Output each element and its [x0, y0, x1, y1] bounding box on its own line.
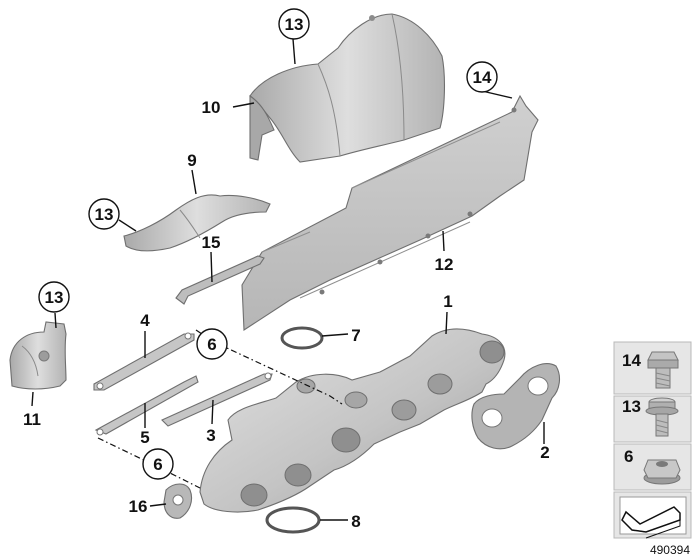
direction-arrow-icon — [619, 496, 687, 539]
hex-nut-icon — [643, 459, 681, 485]
callout-16: 16 — [129, 497, 148, 516]
leader-lines — [31, 38, 545, 521]
callout-4: 4 — [140, 311, 150, 330]
manifold-gasket — [471, 363, 561, 450]
callout-11: 11 — [23, 410, 41, 429]
diagram-number: 490394 — [650, 543, 690, 557]
callout-13-mid: 13 — [95, 205, 114, 224]
shield-clip — [9, 321, 67, 390]
heat-shield-small — [123, 194, 271, 252]
callouts: 13 10 9 13 15 14 12 13 11 4 6 5 3 6 16 1… — [23, 8, 550, 531]
callout-8: 8 — [351, 512, 360, 531]
callout-1: 1 — [443, 292, 452, 311]
callout-circle-13-mid — [88, 198, 120, 230]
callout-10: 10 — [202, 98, 221, 117]
gasket-strips — [93, 332, 273, 436]
callout-circle-13-left — [38, 281, 70, 313]
collar-bolt-icon — [645, 397, 679, 437]
seal-ring-8 — [265, 506, 321, 534]
legend-label-6: 6 — [624, 447, 633, 466]
legend-label-14: 14 — [622, 351, 641, 370]
hex-bolt-icon — [647, 351, 679, 389]
callout-15: 15 — [202, 233, 221, 252]
callout-circle-6-lower — [142, 448, 174, 480]
small-gasket — [163, 483, 193, 519]
callout-circle-6-upper — [196, 328, 228, 360]
callout-3: 3 — [206, 426, 215, 445]
callout-9: 9 — [187, 151, 196, 170]
seal-ring-7 — [280, 326, 324, 350]
fastener-legend: 14 13 6 — [613, 341, 692, 539]
callout-6-upper: 6 — [207, 335, 216, 354]
legend-label-13: 13 — [622, 397, 641, 416]
callout-circle-13 — [278, 8, 310, 40]
callout-7: 7 — [351, 326, 360, 345]
heat-shield-top — [249, 13, 446, 163]
bracket-rod — [175, 255, 265, 305]
callout-13-left: 13 — [45, 288, 64, 307]
exhaust-manifold — [199, 328, 506, 513]
callout-14: 14 — [473, 68, 492, 87]
heat-shield-long — [241, 94, 539, 331]
callout-5: 5 — [140, 428, 149, 447]
callout-12: 12 — [435, 255, 454, 274]
callout-circle-14 — [466, 61, 498, 93]
callout-2: 2 — [540, 443, 549, 462]
callout-13-top: 13 — [285, 15, 304, 34]
callout-6-lower: 6 — [153, 455, 162, 474]
